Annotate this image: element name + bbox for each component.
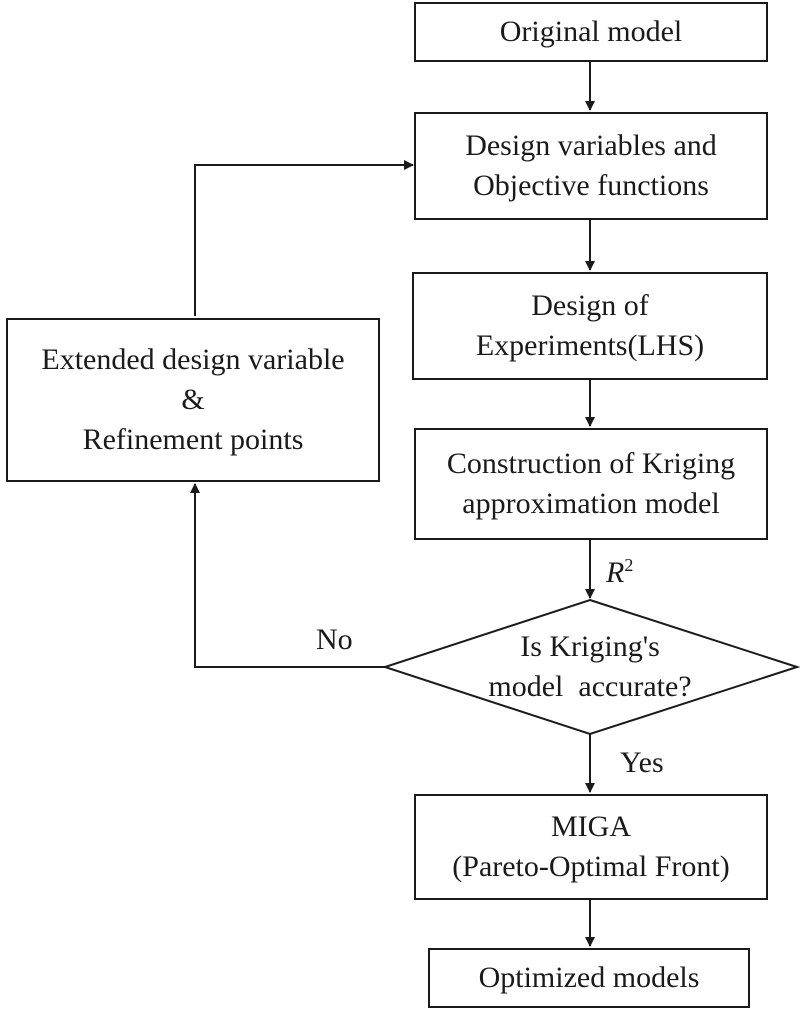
design-variables-line-1: Design variables and (465, 129, 717, 162)
kriging-construction-line-1: Construction of Kriging (446, 447, 736, 480)
miga-box: MIGA (Pareto-Optimal Front) (414, 794, 768, 900)
r-squared-base: R (606, 556, 625, 589)
extended-line-3: Refinement points (82, 423, 304, 456)
miga-line-1: MIGA (551, 810, 631, 843)
yes-label: Yes (620, 746, 664, 779)
kriging-construction-box: Construction of Kriging approximation mo… (414, 428, 768, 540)
miga-line-2: (Pareto-Optimal Front) (452, 850, 730, 883)
extended-design-box: Extended design variable & Refinement po… (6, 318, 380, 482)
decision-line-2: model accurate? (488, 670, 692, 703)
original-model-box: Original model (414, 2, 768, 62)
doe-box: Design of Experiments(LHS) (412, 272, 768, 380)
optimized-models-box: Optimized models (428, 948, 750, 1008)
no-label: No (316, 623, 353, 656)
extended-line-1: Extended design variable (41, 343, 345, 376)
design-variables-line-2: Objective functions (473, 169, 709, 202)
design-variables-box: Design variables and Objective functions (414, 112, 768, 220)
original-model-line-1: Original model (499, 15, 683, 48)
extended-line-2: & (181, 383, 205, 416)
r-squared-label: R2 (606, 555, 633, 591)
decision-text: Is Kriging's model accurate? (440, 627, 740, 707)
kriging-construction-line-2: approximation model (462, 487, 720, 520)
optimized-models-line-1: Optimized models (478, 961, 700, 994)
arrow-extended-to-design-vars (194, 160, 414, 316)
arrow-decision-no-to-extended (190, 483, 385, 668)
doe-line-1: Design of (531, 289, 649, 322)
r-squared-exponent: 2 (624, 555, 634, 575)
decision-line-1: Is Kriging's (520, 630, 660, 663)
doe-line-2: Experiments(LHS) (475, 329, 705, 362)
decision-diamond (381, 598, 800, 736)
